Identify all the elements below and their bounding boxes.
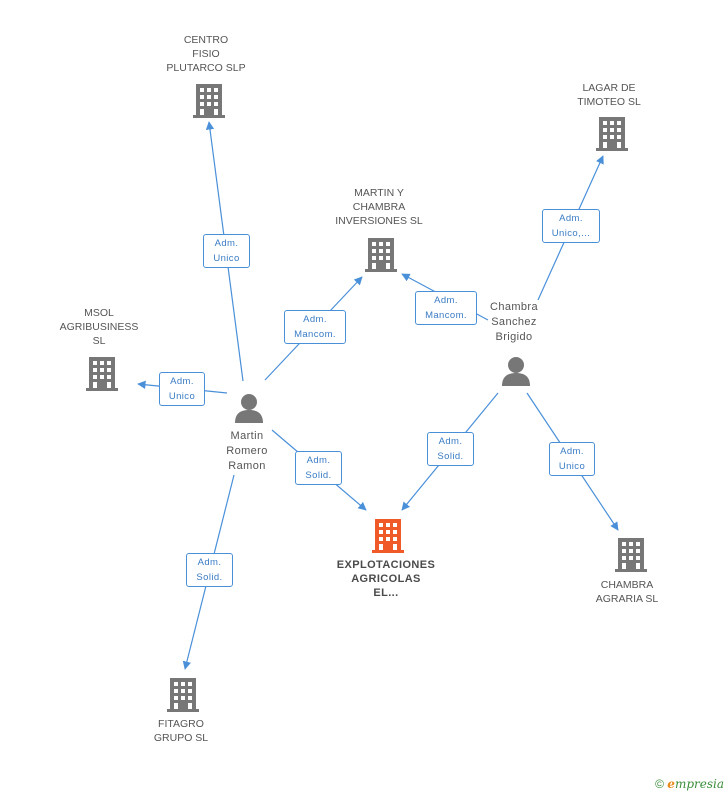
person-label-martin-romero[interactable]: Martin Romero Ramon xyxy=(226,430,268,472)
company-label-martin-chambra[interactable]: MARTIN Y CHAMBRA INVERSIONES SL xyxy=(335,187,423,227)
company-label-chambra-agraria[interactable]: CHAMBRA AGRARIA SL xyxy=(595,579,659,605)
footer-brand: © empresia xyxy=(655,777,724,791)
company-label-fitagro[interactable]: FITAGRO GRUPO SL xyxy=(153,718,209,744)
building-icon[interactable] xyxy=(372,519,404,553)
edge-label-mr-fitagro: Adm. Solid. xyxy=(186,553,233,587)
building-icon[interactable] xyxy=(167,678,199,712)
edge-label-cs-chambra-agraria: Adm. Unico xyxy=(549,442,595,476)
building-icon[interactable] xyxy=(615,538,647,572)
person-icon[interactable] xyxy=(500,356,532,386)
company-label-centro-fisio[interactable]: CENTRO FISIO PLUTARCO SLP xyxy=(166,34,246,74)
edge-label-mr-centro: Adm. Unico xyxy=(203,234,250,268)
brand-logo[interactable]: empresia xyxy=(667,777,724,791)
edge-label-mr-martin-chambra: Adm. Mancom. xyxy=(284,310,346,344)
edge-label-mr-msol: Adm. Unico xyxy=(159,372,205,406)
company-label-lagar-timoteo[interactable]: LAGAR DE TIMOTEO SL xyxy=(577,82,641,108)
copyright-icon: © xyxy=(655,777,664,791)
person-label-chambra-sanchez[interactable]: Chambra Sanchez Brigido xyxy=(489,301,539,343)
person-icon[interactable] xyxy=(233,393,265,423)
building-icon[interactable] xyxy=(193,84,225,118)
edge-label-cs-lagar: Adm. Unico,... xyxy=(542,209,600,243)
edge-label-mr-explotaciones: Adm. Solid. xyxy=(295,451,342,485)
building-icon[interactable] xyxy=(596,117,628,151)
edge-label-cs-explotaciones: Adm. Solid. xyxy=(427,432,474,466)
building-icon[interactable] xyxy=(86,357,118,391)
edge-label-cs-martin-chambra: Adm. Mancom. xyxy=(415,291,477,325)
building-icon[interactable] xyxy=(365,238,397,272)
company-label-explotaciones[interactable]: EXPLOTACIONES AGRICOLAS EL... xyxy=(336,559,436,599)
company-label-msol[interactable]: MSOL AGRIBUSINESS SL xyxy=(59,307,139,347)
